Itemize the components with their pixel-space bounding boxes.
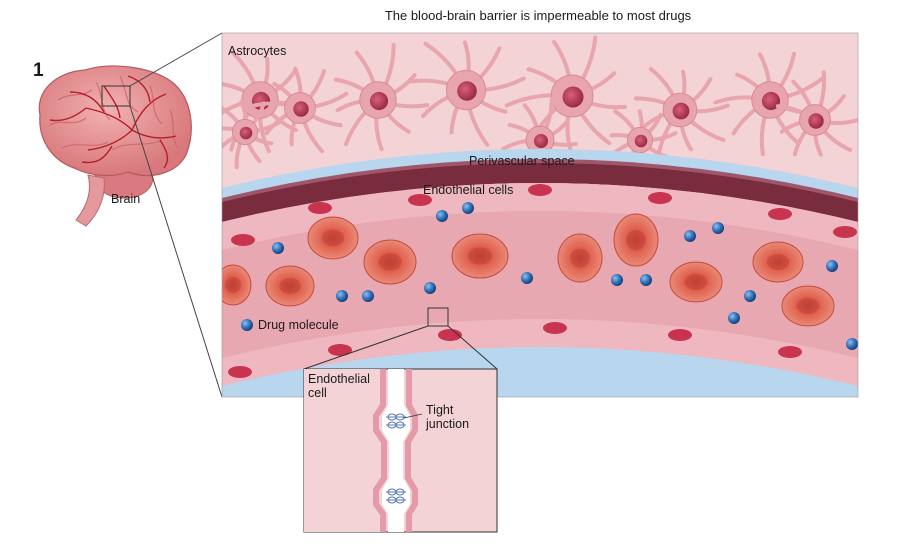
endothelial-nucleus <box>528 184 552 196</box>
perivascular-space-label: Perivascular space <box>469 154 575 168</box>
drug-molecule <box>728 312 740 324</box>
endothelial-nucleus <box>668 329 692 341</box>
figure-title: The blood-brain barrier is impermeable t… <box>0 9 900 23</box>
drug-molecule <box>462 202 474 214</box>
inset-endothelial-cell-label: Endothelial cell <box>308 372 370 400</box>
drug-molecule <box>611 274 623 286</box>
endothelial-nucleus <box>228 366 252 378</box>
drug-molecule <box>846 338 858 350</box>
endothelial-nucleus <box>308 202 332 214</box>
drug-molecule <box>521 272 533 284</box>
red-blood-cell <box>558 234 602 282</box>
main-panel <box>209 33 858 397</box>
red-blood-cell <box>782 286 834 326</box>
red-blood-cell <box>266 266 314 306</box>
drug-molecule <box>424 282 436 294</box>
drug-molecule <box>362 290 374 302</box>
drug-molecule <box>744 290 756 302</box>
brain-label: Brain <box>111 192 140 206</box>
drug-molecule <box>712 222 724 234</box>
endothelial-nucleus <box>328 344 352 356</box>
figure-number: 1 <box>33 64 44 78</box>
inset-tight-junction-label: Tight junction <box>426 403 469 431</box>
red-blood-cell <box>308 217 358 259</box>
drug-molecule-legend-icon <box>241 319 253 331</box>
endothelial-nucleus <box>833 226 857 238</box>
endothelial-nucleus <box>543 322 567 334</box>
red-blood-cell <box>364 240 416 284</box>
drug-molecule <box>436 210 448 222</box>
red-blood-cell <box>670 262 722 302</box>
endothelial-nucleus <box>648 192 672 204</box>
red-blood-cell <box>215 265 251 305</box>
red-blood-cell <box>753 242 803 282</box>
endothelial-nucleus <box>768 208 792 220</box>
endothelial-nucleus <box>778 346 802 358</box>
drug-molecule <box>684 230 696 242</box>
red-blood-cell <box>452 234 508 278</box>
astrocytes-label: Astrocytes <box>228 44 286 58</box>
drug-molecule <box>826 260 838 272</box>
drug-molecule <box>336 290 348 302</box>
drug-molecule-label: Drug molecule <box>258 318 339 332</box>
endothelial-nucleus <box>231 234 255 246</box>
endothelial-cells-label: Endothelial cells <box>423 183 513 197</box>
drug-molecule <box>272 242 284 254</box>
brain-stem <box>76 175 104 226</box>
red-blood-cell <box>614 214 658 266</box>
cerebrum <box>39 66 191 175</box>
drug-molecule <box>640 274 652 286</box>
